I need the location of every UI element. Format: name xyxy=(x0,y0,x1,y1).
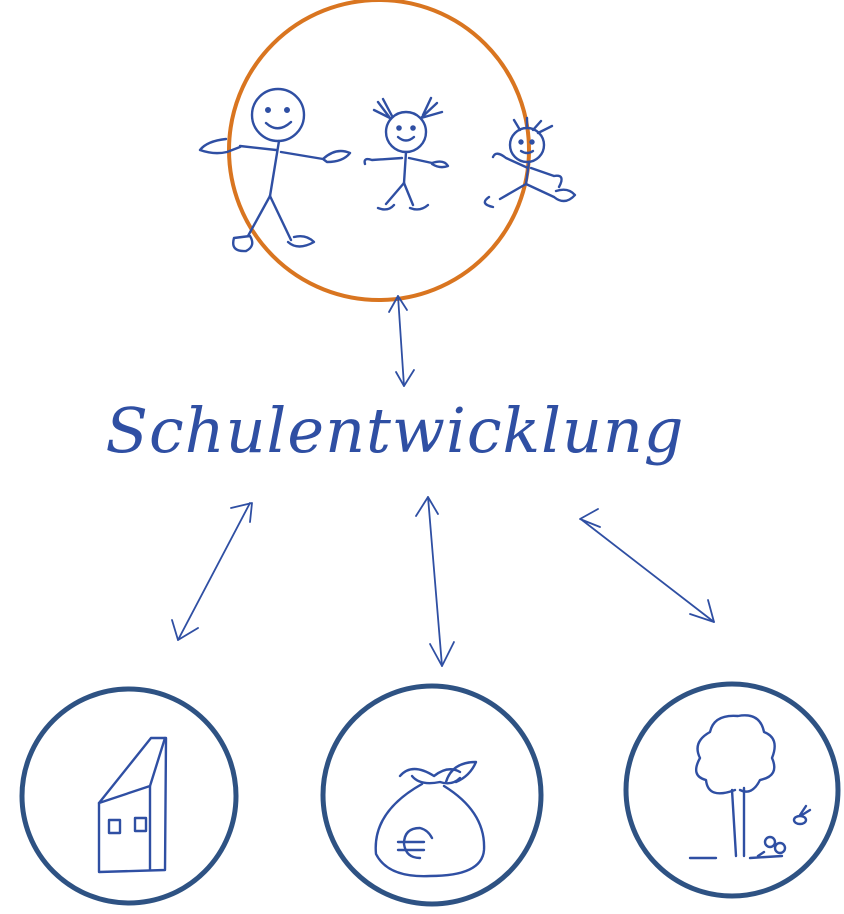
tree-circle xyxy=(623,681,841,899)
money-node xyxy=(320,683,544,907)
man-figure-icon xyxy=(198,87,352,253)
house-node xyxy=(19,686,239,906)
tree-nature-icon xyxy=(688,714,812,860)
arrow-left xyxy=(171,502,253,641)
money-bag-euro-icon xyxy=(374,760,486,878)
money-circle xyxy=(320,683,544,907)
girl-figure-icon xyxy=(363,96,450,211)
house-icon xyxy=(97,736,168,874)
center-label: Schulentwicklung xyxy=(106,394,685,467)
arrow-middle xyxy=(415,496,455,667)
tree-node xyxy=(623,681,841,899)
arrow-top xyxy=(388,295,415,387)
people-group xyxy=(198,0,577,302)
house-circle xyxy=(19,686,239,906)
child-running-icon xyxy=(483,116,577,209)
arrow-right xyxy=(579,508,715,623)
